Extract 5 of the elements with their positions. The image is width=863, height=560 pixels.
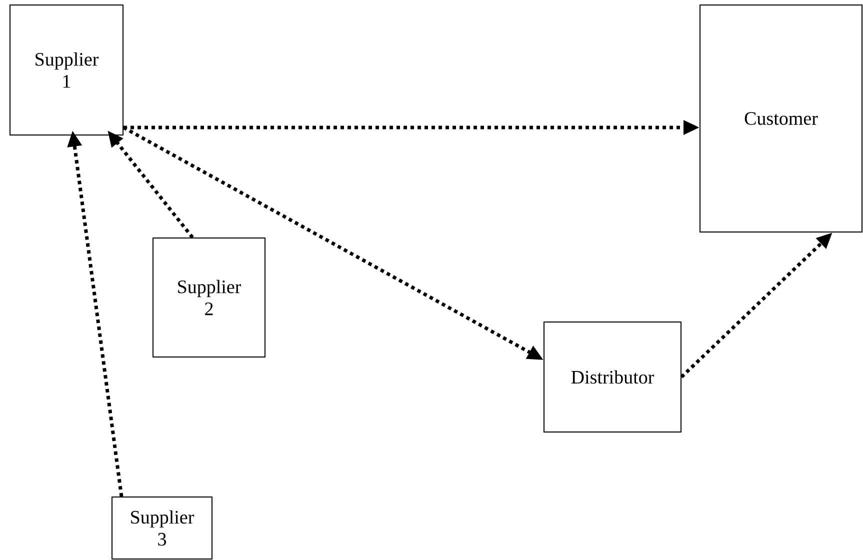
process-box: Supplier 3 (112, 496, 212, 560)
process-box: Distributor (544, 322, 682, 432)
process-box: Supplier 1 (10, 4, 124, 136)
process-box: Supplier 2 (152, 238, 266, 358)
process-box: Customer (700, 4, 862, 232)
